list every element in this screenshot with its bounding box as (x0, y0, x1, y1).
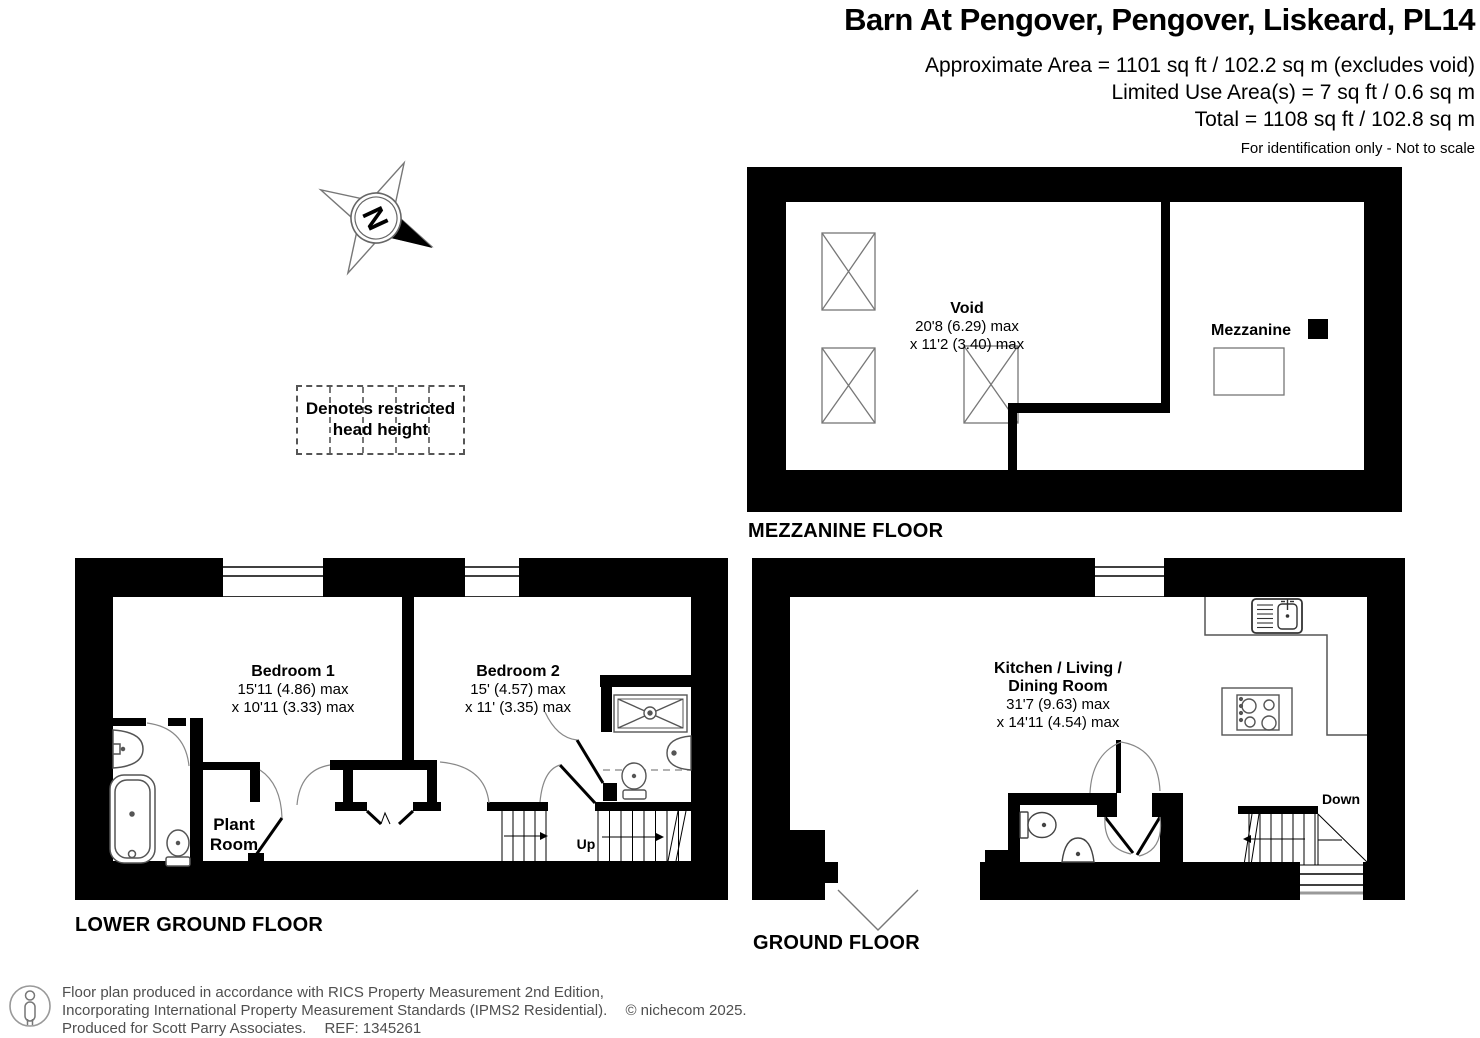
gf-wc-fixtures (1019, 811, 1095, 863)
legend-hatch-line (395, 387, 397, 453)
footer-copyright: © nichecom 2025. (625, 1002, 747, 1019)
gf-internal-walls (1008, 740, 1318, 862)
legend-hatch-line (428, 387, 430, 453)
legend-text: Denotes restricted head height (298, 398, 463, 440)
stair-arrow-head (540, 832, 548, 840)
ground-floor-plan: Down Kitchen / Living / Dining Room 31'7… (752, 558, 1405, 931)
void-label: Void (950, 300, 983, 317)
bedroom1-label: Bedroom 1 (251, 663, 335, 680)
bedroom2-label: Bedroom 2 (476, 663, 560, 680)
void-dim2: x 11'2 (3.40) max (910, 336, 1025, 353)
compass-star: N (318, 160, 434, 276)
gf-door-leaves (1103, 816, 1162, 856)
footer: Floor plan produced in accordance with R… (62, 984, 747, 1038)
bedroom1-dim1: 15'11 (4.86) max (238, 681, 349, 698)
header: Barn At Pengover, Pengover, Liskeard, PL… (495, 2, 1475, 157)
compass-rose-icon: N (318, 160, 434, 276)
stair-arrow-head (656, 833, 664, 841)
total-area: Total = 1108 sq ft / 102.8 sq m (1194, 108, 1475, 131)
gf-stairs (1238, 813, 1369, 866)
ground-floor-label: GROUND FLOOR (753, 932, 920, 954)
mezzanine-room-label: Mezzanine (1211, 322, 1291, 339)
mezzanine-internal-walls (1008, 202, 1170, 470)
window (465, 558, 519, 597)
stairs-up-label: Up (577, 836, 596, 852)
plant-room-label-1: Plant (213, 815, 255, 834)
kitchen-dim1: 31'7 (9.63) max (1006, 696, 1110, 713)
sink (1061, 837, 1095, 863)
rooflight-box (963, 345, 1019, 424)
footer-line3-wrap: Produced for Scott Parry Associates. REF… (62, 1020, 747, 1038)
void-dim1: 20'8 (6.29) max (915, 318, 1019, 335)
footer-line3: Produced for Scott Parry Associates. (62, 1020, 307, 1037)
mezzanine-interior (786, 202, 1364, 470)
approximate-area: Approximate Area = 1101 sq ft / 102.2 sq… (925, 54, 1475, 77)
lgf-ensuite-fixtures (613, 694, 692, 800)
stairs-down-label: Down (1322, 791, 1360, 807)
mezzanine-opening-box (1213, 347, 1285, 396)
plant-room-label-2: Room (210, 835, 258, 854)
sink (112, 729, 144, 769)
rooflight-box (821, 347, 876, 424)
window (223, 558, 323, 597)
window (1095, 558, 1164, 597)
lgf-internal-walls (113, 597, 691, 861)
lgf-windows (223, 558, 519, 597)
legend-hatch-line (329, 387, 331, 453)
mezzanine-floor-plan: Void 20'8 (6.29) max x 11'2 (3.40) max M… (747, 167, 1402, 512)
bedroom2-dim2: x 11' (3.35) max (465, 699, 571, 716)
legend-hatch-line (362, 387, 364, 453)
gf-door-arcs (1089, 741, 1162, 857)
entrance-marker (837, 889, 919, 931)
compass-outer-circle (350, 192, 402, 244)
toilet-cistern (1019, 811, 1029, 839)
kitchen-sink (1251, 598, 1303, 634)
kitchen-hob (1221, 687, 1293, 736)
legend-line1: Denotes restricted (305, 399, 456, 418)
kitchen-dim2: x 14'11 (4.54) max (997, 714, 1120, 731)
kitchen-label-2: Dining Room (1008, 678, 1108, 695)
kitchen-label-1: Kitchen / Living / (994, 660, 1123, 677)
restricted-height-marker (1308, 319, 1328, 339)
legend-line2: head height (332, 420, 429, 439)
disclaimer: For identification only - Not to scale (1240, 140, 1475, 157)
compass-inner-circle (354, 196, 398, 240)
person-icon (9, 985, 51, 1027)
sink (666, 735, 692, 771)
bedroom1-dim2: x 10'11 (3.33) max (232, 699, 355, 716)
mezzanine-floor-label: MEZZANINE FLOOR (748, 520, 944, 542)
lgf-door-leaves (254, 739, 605, 856)
page-title: Barn At Pengover, Pengover, Liskeard, PL… (844, 2, 1475, 37)
footer-line2: Incorporating International Property Mea… (62, 1002, 608, 1019)
lgf-door-arcs (146, 711, 578, 819)
rooflight-box (821, 232, 876, 311)
kitchen-counter (1204, 597, 1367, 736)
lgf-bathroom-fixtures (109, 729, 191, 867)
rooflight-boxes (821, 232, 1019, 424)
limited-use-area: Limited Use Area(s) = 7 sq ft / 0.6 sq m (1111, 81, 1475, 104)
gf-outer-walls (752, 558, 1405, 900)
double-door-apex (380, 811, 391, 825)
restricted-head-height-legend: Denotes restricted head height (296, 385, 465, 455)
gf-lower-landing (1300, 873, 1363, 886)
footer-line2-wrap: Incorporating International Property Mea… (62, 1002, 747, 1020)
footer-ref: REF: 1345261 (324, 1020, 422, 1037)
stair-arrow-head (1243, 835, 1251, 843)
footer-line1: Floor plan produced in accordance with R… (62, 984, 604, 1001)
lower-ground-floor-label: LOWER GROUND FLOOR (75, 914, 324, 936)
bedroom2-dim1: 15' (4.57) max (470, 681, 566, 698)
lower-ground-floor-plan: Up Bedroom 1 15'11 (4.86) max x 10'11 (3… (75, 558, 728, 900)
